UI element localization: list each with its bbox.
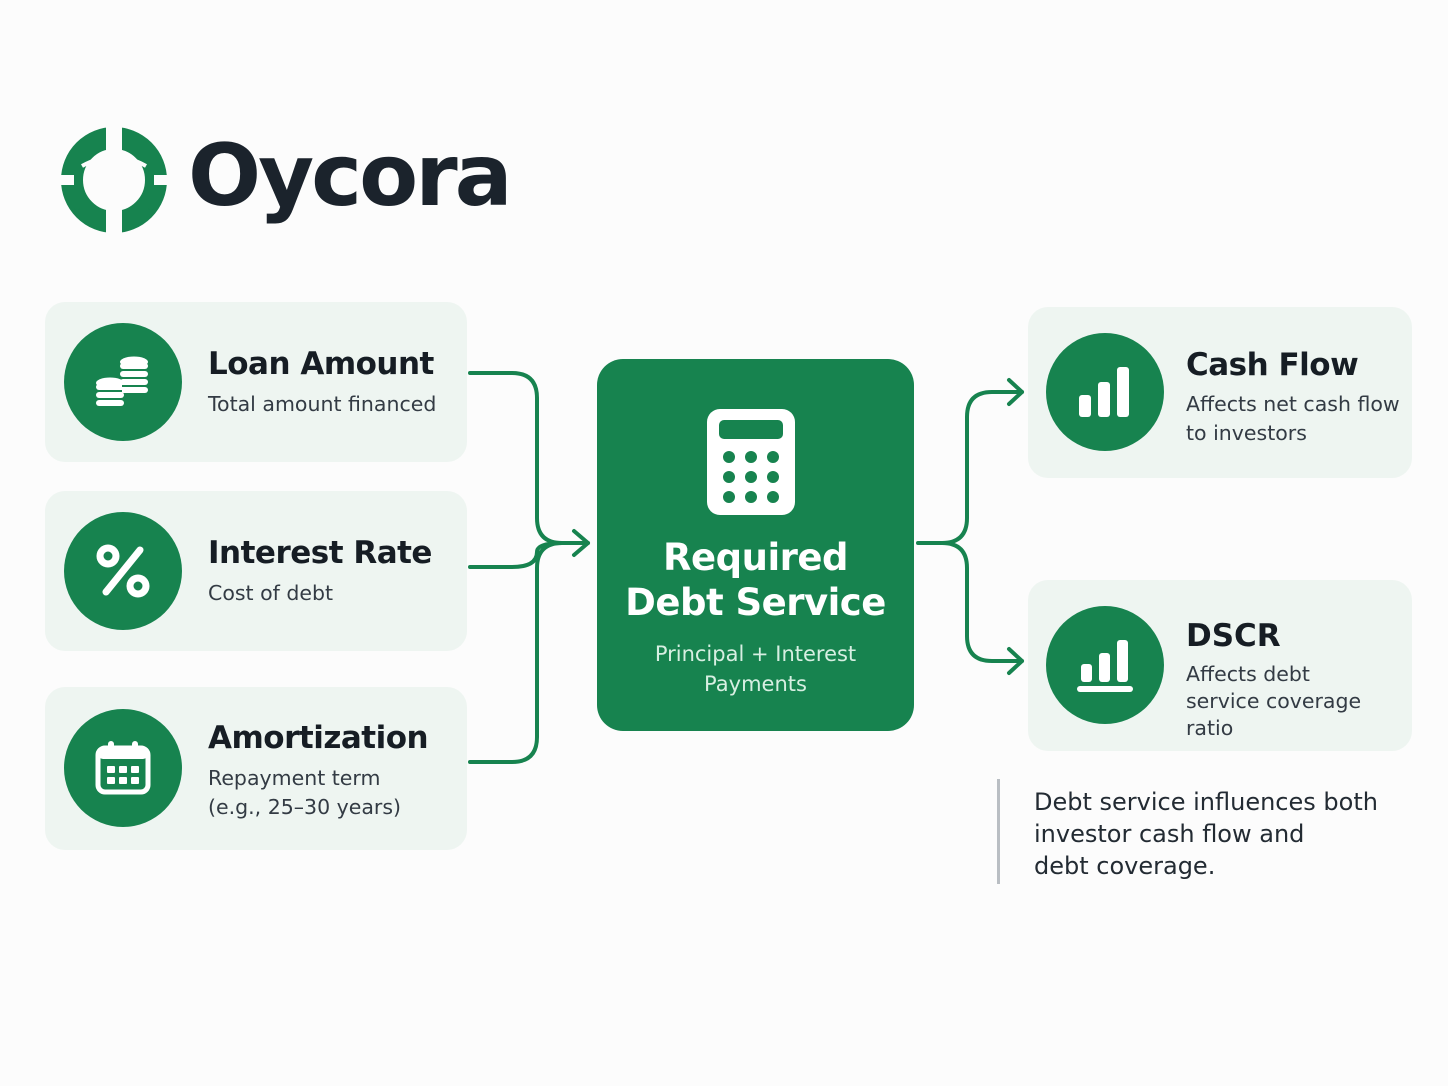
required-debt-service-box: Required Debt Service Principal + Intere… xyxy=(597,359,914,731)
connector-out-split xyxy=(916,390,1024,545)
output-title: Cash Flow xyxy=(1186,347,1359,383)
output-title: DSCR xyxy=(1186,618,1281,654)
input-title: Interest Rate xyxy=(208,535,432,571)
output-card-dscr: DSCR Affects debt service coverage ratio xyxy=(1028,580,1412,751)
input-title: Loan Amount xyxy=(208,346,434,382)
input-description: Repayment term (e.g., 25–30 years) xyxy=(208,766,402,819)
amortization-icon-circle xyxy=(64,709,182,827)
input-title: Amortization xyxy=(208,720,429,756)
brand-name: Oycora xyxy=(188,126,513,226)
percent-icon xyxy=(96,544,150,598)
arrow-into-center xyxy=(572,529,590,557)
loan-icon-circle xyxy=(64,323,182,441)
arrow-into-dscr xyxy=(1007,647,1024,675)
input-card-amortization: Amortization Repayment term (e.g., 25–30… xyxy=(45,687,467,850)
note-divider xyxy=(997,779,1000,884)
bar-chart-baseline-icon xyxy=(1077,640,1133,692)
dscr-icon-circle xyxy=(1046,606,1164,724)
calculator-icon xyxy=(707,409,795,515)
output-card-cash-flow: Cash Flow Affects net cash flow to inves… xyxy=(1028,307,1412,478)
arrow-into-cash xyxy=(1007,378,1024,406)
input-card-interest-rate: Interest Rate Cost of debt xyxy=(45,491,467,651)
center-title: Required Debt Service xyxy=(625,536,886,624)
connector-loan xyxy=(468,371,564,545)
center-subtitle: Principal + Interest Payments xyxy=(654,642,857,696)
input-description: Cost of debt xyxy=(208,581,334,605)
connector-rate xyxy=(468,541,564,569)
input-description: Total amount financed xyxy=(208,392,437,416)
output-description: Affects net cash flow to investors xyxy=(1186,392,1400,445)
connector-out-dscr xyxy=(940,541,1024,663)
output-description: Affects debt service coverage ratio xyxy=(1186,662,1362,740)
brand-logo: Oycora xyxy=(60,124,513,236)
input-card-loan-amount: Loan Amount Total amount financed xyxy=(45,302,467,462)
oycora-logo-icon xyxy=(60,126,168,234)
summary-note: Debt service influences both investor ca… xyxy=(1034,788,1378,880)
calendar-icon xyxy=(95,741,151,795)
coins-stack-icon xyxy=(96,356,148,406)
connector-amort xyxy=(468,541,564,764)
bar-chart-icon xyxy=(1079,367,1129,417)
rate-icon-circle xyxy=(64,512,182,630)
cash-flow-icon-circle xyxy=(1046,333,1164,451)
